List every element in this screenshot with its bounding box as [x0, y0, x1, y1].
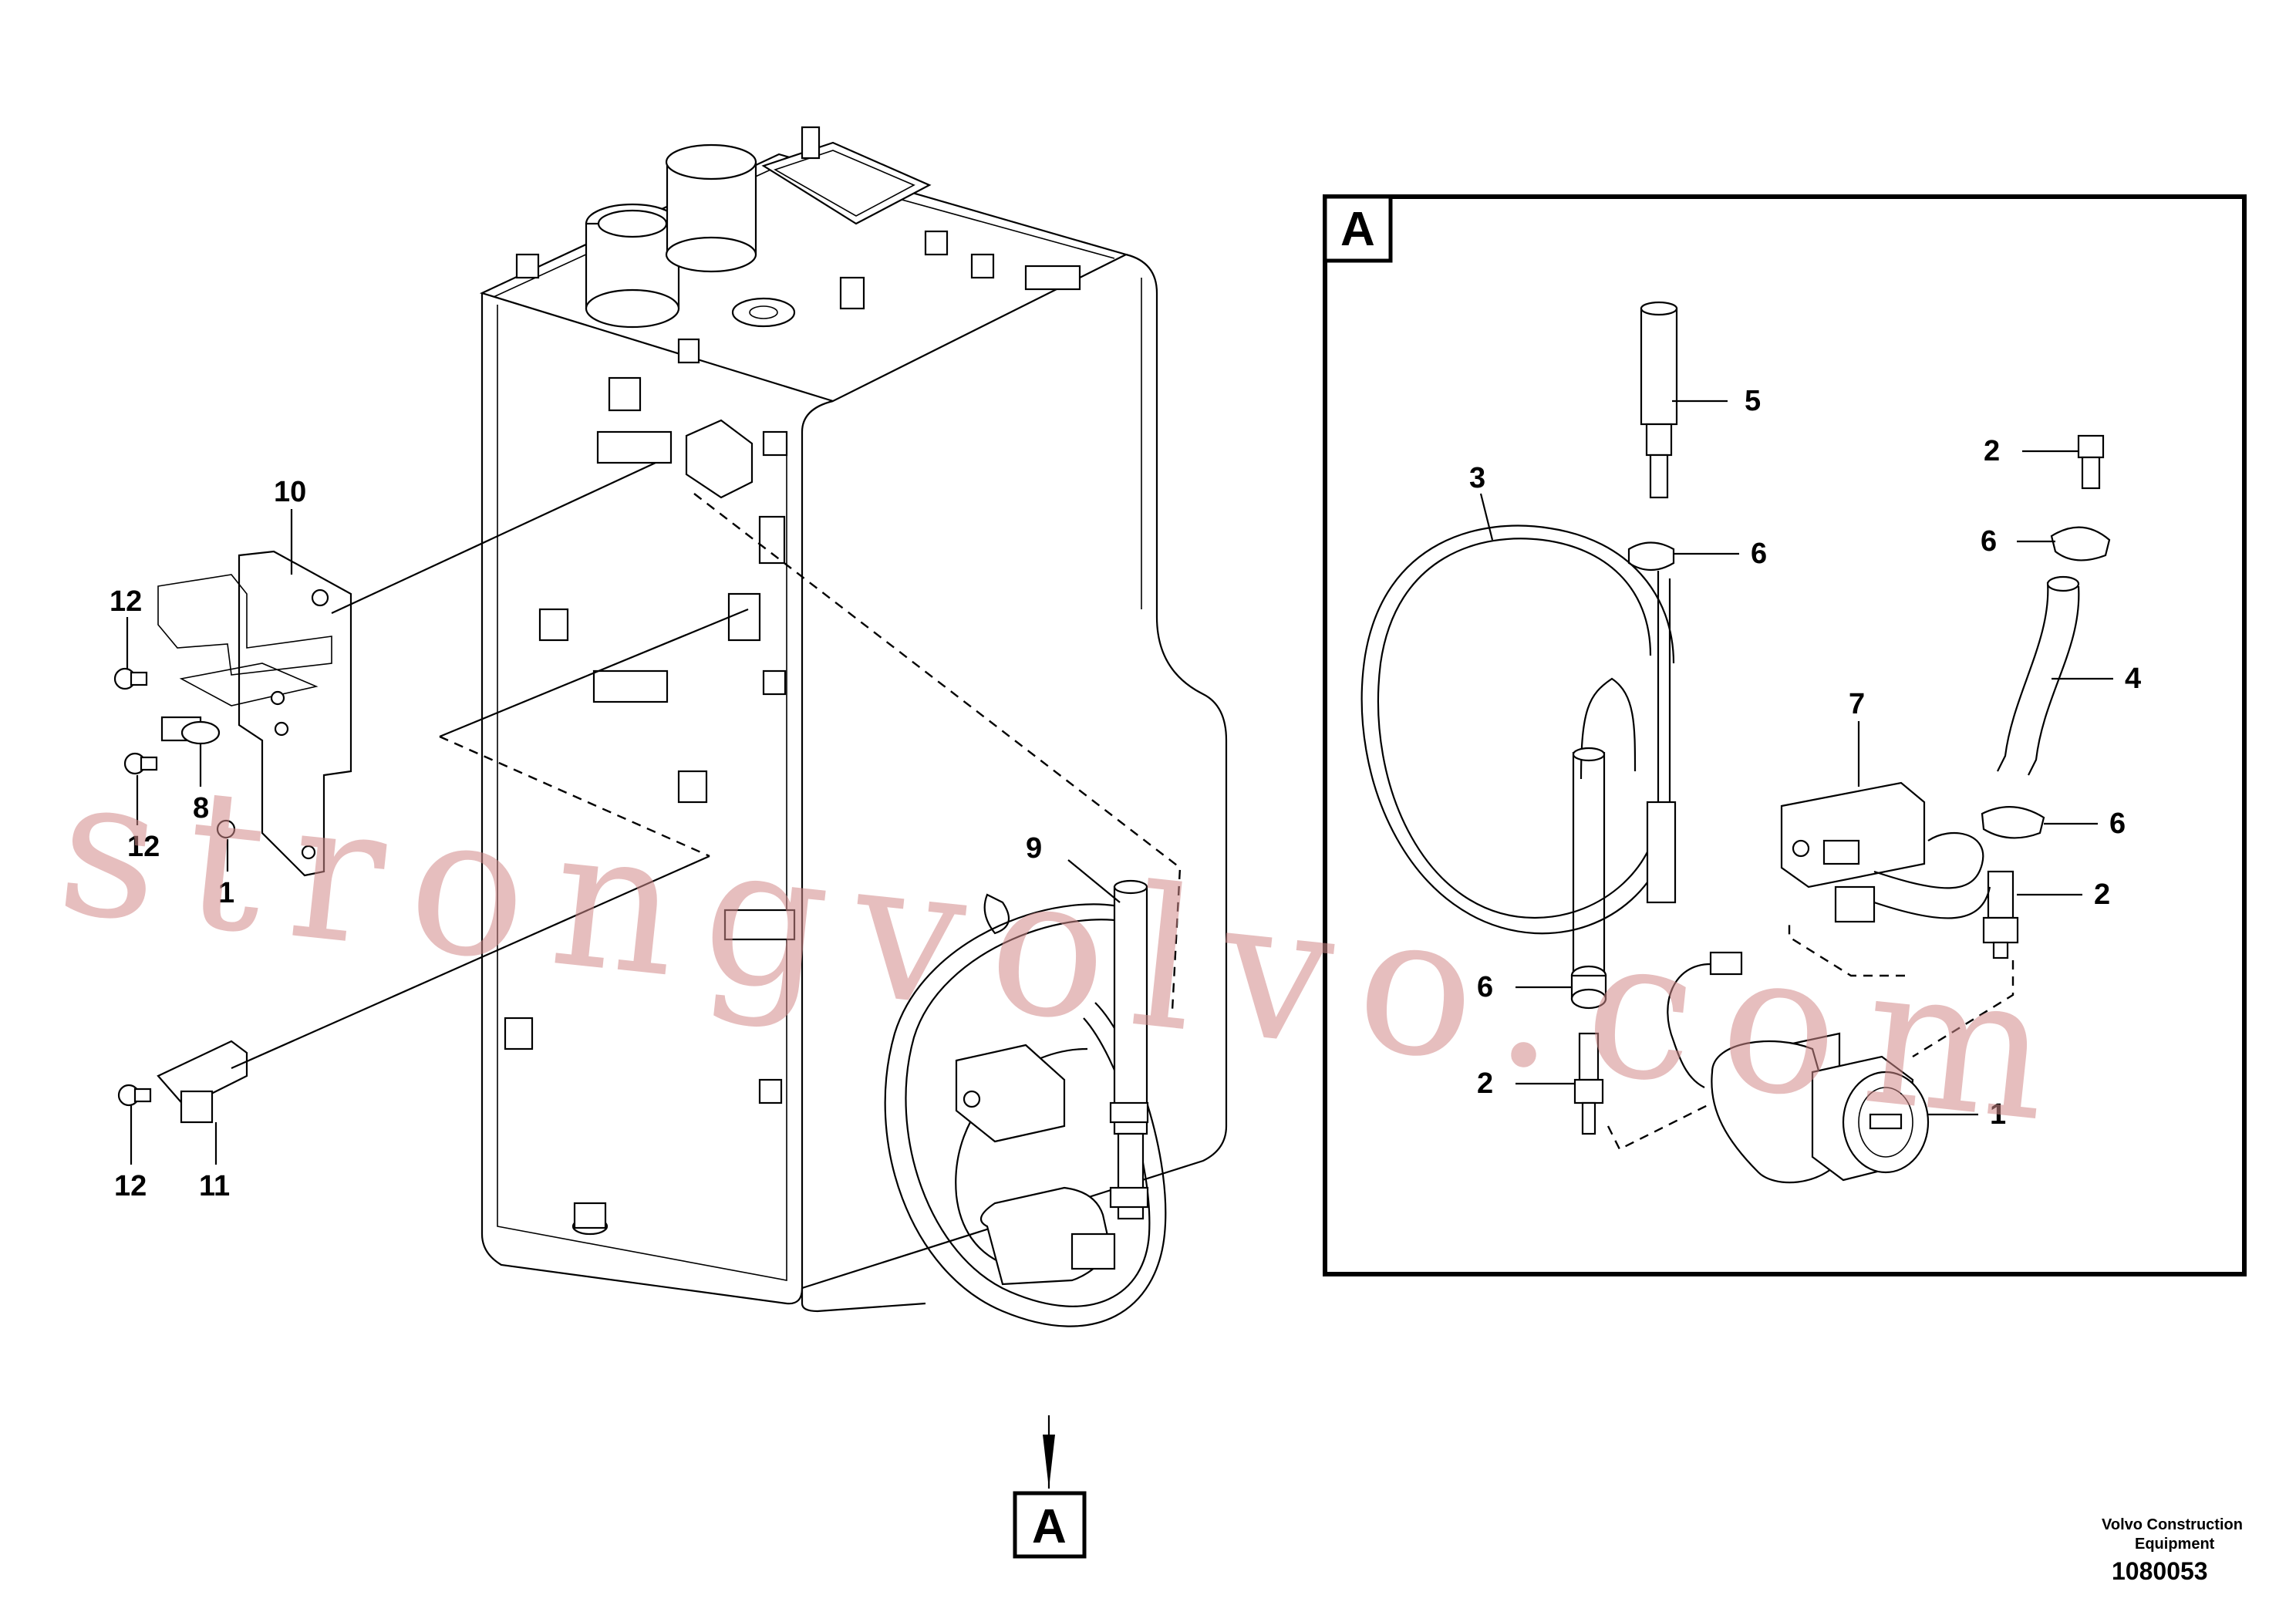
company-line-1: Volvo Construction — [2102, 1516, 2243, 1533]
detail-frame-label: A — [1340, 203, 1375, 256]
callout-7: 7 — [1849, 688, 1865, 720]
callout-4: 4 — [2125, 663, 2141, 695]
callout-8: 8 — [193, 792, 209, 824]
callout-3: 3 — [1469, 462, 1485, 494]
callout-10: 10 — [274, 476, 306, 508]
footer: Volvo Construction Equipment 1080053 — [2102, 1516, 2243, 1585]
main-callouts: 10 12 8 12 1 12 11 9 — [110, 476, 1121, 1202]
callout-2-lower-left: 2 — [1477, 1067, 1493, 1100]
callout-6-top-right: 6 — [1981, 525, 1997, 558]
connection-lines — [231, 462, 1182, 1070]
hose-assembly — [884, 879, 1167, 1327]
callout-12-middle: 12 — [127, 831, 160, 863]
callout-6-top-left: 6 — [1751, 538, 1767, 570]
callout-5: 5 — [1745, 385, 1761, 417]
callout-9: 9 — [1026, 832, 1042, 865]
callout-6-lower-left: 6 — [1477, 971, 1493, 1003]
callout-1-bracket: 1 — [218, 877, 234, 909]
callout-2-top-right: 2 — [1984, 435, 2000, 467]
callout-12-top: 12 — [110, 585, 142, 618]
callout-1-pump: 1 — [1990, 1098, 2006, 1131]
hydraulic-tank — [479, 126, 1228, 1313]
callout-12-bottom: 12 — [114, 1170, 147, 1202]
callout-11: 11 — [199, 1170, 230, 1202]
bracket-assembly — [113, 550, 352, 1124]
company-line-2: Equipment — [2135, 1536, 2215, 1553]
view-marker-label: A — [1032, 1500, 1067, 1553]
view-marker-a: A — [1013, 1415, 1087, 1559]
drawing-number: 1080053 — [2112, 1557, 2208, 1585]
detail-frame-a: A — [1323, 194, 2247, 1276]
callout-6-lower-right: 6 — [2109, 808, 2126, 840]
detail-callouts: 5 3 6 2 6 4 7 6 2 6 2 1 — [1469, 385, 2141, 1131]
callout-2-lower-right: 2 — [2094, 878, 2110, 911]
